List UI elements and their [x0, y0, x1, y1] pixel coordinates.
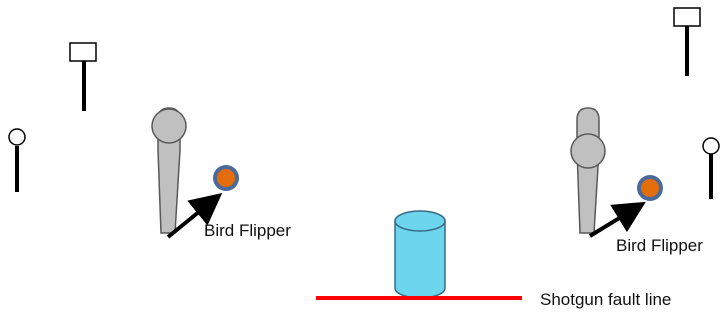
round-target-left [8, 128, 26, 192]
flipper-right [570, 107, 606, 234]
shotgun-cylinder [394, 210, 446, 299]
round-target-right [702, 137, 720, 199]
bird-right [637, 175, 663, 201]
flipper-left [151, 107, 187, 234]
square-target-right [673, 7, 701, 76]
label-fault-line: Shotgun fault line [540, 290, 672, 309]
flipper-arrow-left [166, 192, 223, 239]
flipper-arrow-right [588, 201, 646, 238]
bird-left [213, 165, 239, 191]
square-target-left [69, 42, 97, 111]
label-bird-flipper-right: Bird Flipper [616, 236, 703, 255]
label-bird-flipper-left: Bird Flipper [204, 221, 291, 240]
